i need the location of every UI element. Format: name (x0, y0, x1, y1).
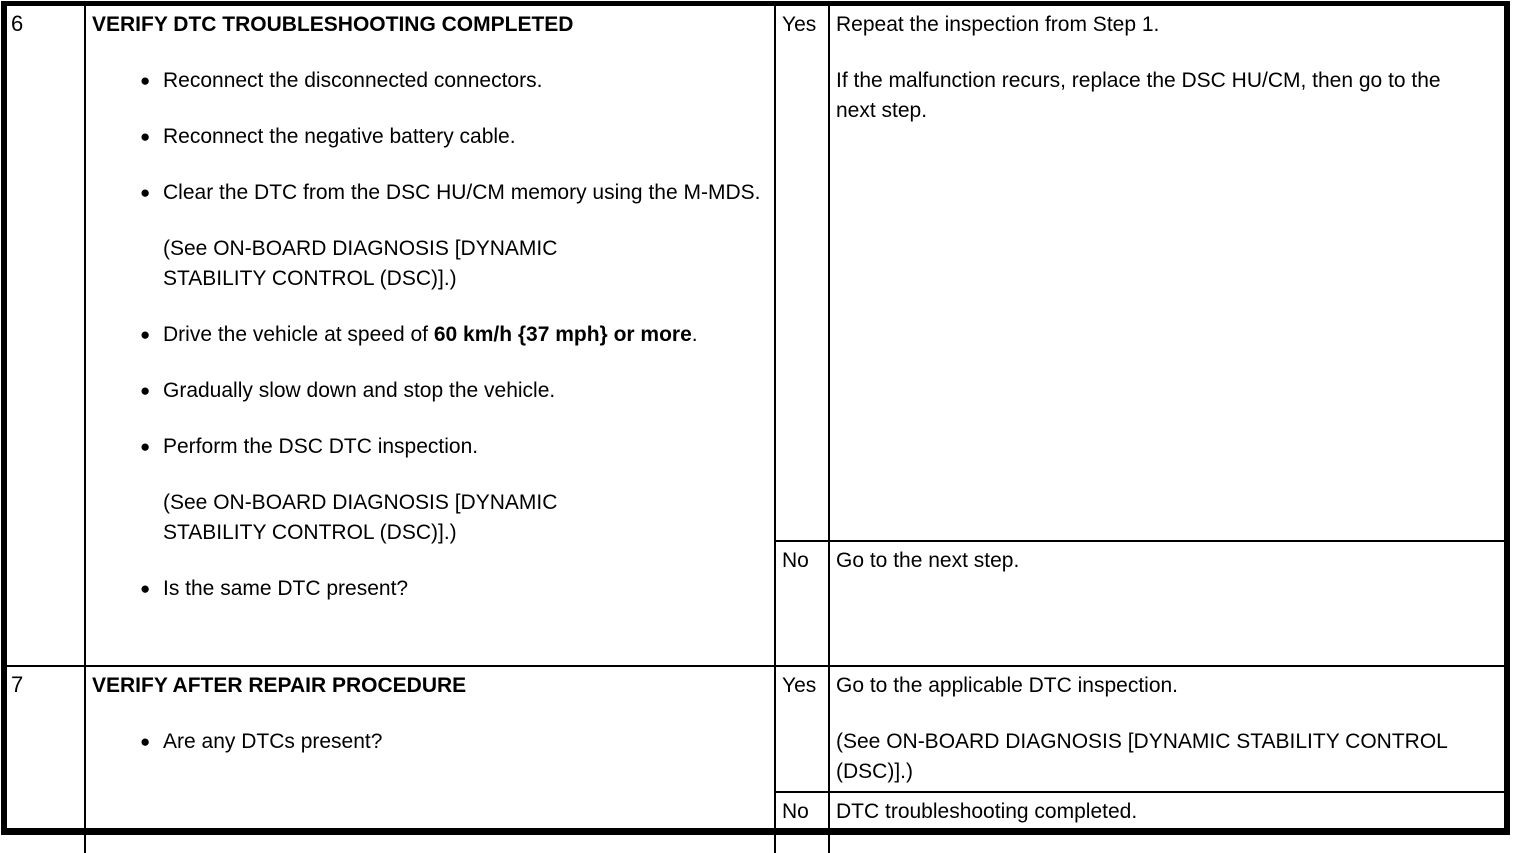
no-result-row: No Go to the next step. (776, 540, 1504, 665)
bullet-text: Gradually slow down and stop the vehicle… (163, 379, 556, 402)
inspection-title: VERIFY AFTER REPAIR PROCEDURE (92, 674, 467, 697)
inspection-title: VERIFY DTC TROUBLESHOOTING COMPLETED (92, 13, 574, 36)
bullet-icon: ● (140, 732, 151, 751)
results-column: Yes Go to the applicable DTC inspection.… (774, 667, 1504, 853)
yes-result-row: Yes Repeat the inspection from Step 1. I… (776, 6, 1504, 540)
yes-label: Yes (782, 13, 817, 36)
inspection-cell: VERIFY AFTER REPAIR PROCEDURE ● Are any … (84, 667, 774, 853)
bullet-item: ● Gradually slow down and stop the vehic… (92, 376, 764, 406)
no-action-cell: DTC troubleshooting completed. (828, 793, 1504, 853)
bullet-text-normal: . (691, 323, 698, 346)
action-paragraph: (See ON-BOARD DIAGNOSIS [DYNAMIC STABILI… (836, 730, 1448, 783)
bullet-icon: ● (140, 127, 151, 146)
bullet-text: Drive the vehicle at speed of 60 km/h {3… (163, 320, 764, 350)
yes-label: Yes (782, 674, 817, 697)
bullet-icon: ● (140, 381, 151, 400)
see-reference-line: (See ON-BOARD DIAGNOSIS [DYNAMIC STABILI… (163, 491, 558, 544)
see-reference-line: (See ON-BOARD DIAGNOSIS [DYNAMIC STABILI… (163, 237, 558, 290)
yes-action-cell: Go to the applicable DTC inspection. (Se… (828, 667, 1504, 791)
action-paragraph: If the malfunction recurs, replace the D… (836, 69, 1441, 122)
bullet-item: ● Reconnect the disconnected connectors. (92, 66, 764, 96)
bullet-item: ● Perform the DSC DTC inspection. (92, 432, 764, 462)
bullet-text: Perform the DSC DTC inspection. (163, 435, 479, 458)
table-row-step-6: 6 VERIFY DTC TROUBLESHOOTING COMPLETED ●… (7, 6, 1504, 665)
bullet-item: ● Is the same DTC present? (92, 574, 764, 604)
yes-action-cell: Repeat the inspection from Step 1. If th… (828, 6, 1504, 540)
table-row-step-7: 7 VERIFY AFTER REPAIR PROCEDURE ● Are an… (7, 665, 1504, 853)
action-paragraph: Go to the applicable DTC inspection. (836, 674, 1179, 697)
bullet-text: Reconnect the disconnected connectors. (163, 69, 543, 92)
bullet-icon: ● (140, 579, 151, 598)
bullet-icon: ● (140, 71, 151, 90)
no-action-cell: Go to the next step. (828, 542, 1504, 665)
action-paragraph: Repeat the inspection from Step 1. (836, 13, 1160, 36)
bullet-icon: ● (140, 183, 151, 202)
bullet-icon: ● (140, 437, 151, 456)
no-label: No (782, 549, 809, 572)
step-number: 7 (11, 672, 24, 697)
results-column: Yes Repeat the inspection from Step 1. I… (774, 6, 1504, 665)
no-label: No (782, 800, 809, 823)
bullet-text: Clear the DTC from the DSC HU/CM memory … (163, 181, 761, 204)
yes-result-row: Yes Go to the applicable DTC inspection.… (776, 667, 1504, 791)
action-paragraph: DTC troubleshooting completed. (836, 800, 1138, 823)
bullet-text-normal: Drive the vehicle at speed of (163, 323, 434, 346)
no-result-row: No DTC troubleshooting completed. (776, 791, 1504, 853)
bullet-text: Are any DTCs present? (163, 730, 383, 753)
inspection-cell: VERIFY DTC TROUBLESHOOTING COMPLETED ● R… (84, 6, 774, 665)
bullet-item: ● Are any DTCs present? (92, 727, 764, 757)
bullet-text: Is the same DTC present? (163, 577, 409, 600)
bullet-text: Reconnect the negative battery cable. (163, 125, 516, 148)
bullet-item: ● Reconnect the negative battery cable. (92, 122, 764, 152)
bullet-icon: ● (140, 325, 151, 344)
step-number: 6 (11, 11, 24, 36)
bullet-item: ● Drive the vehicle at speed of 60 km/h … (92, 320, 764, 350)
bullet-text-bold: 60 km/h {37 mph} or more (433, 323, 692, 346)
bullet-item: ● Clear the DTC from the DSC HU/CM memor… (92, 178, 764, 208)
action-paragraph: Go to the next step. (836, 549, 1020, 572)
